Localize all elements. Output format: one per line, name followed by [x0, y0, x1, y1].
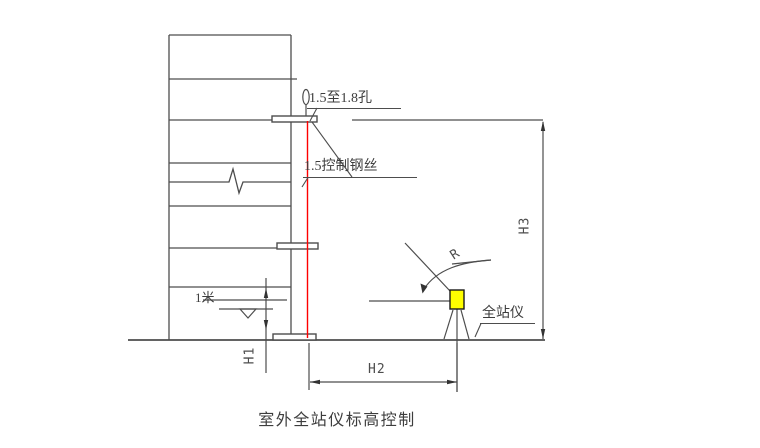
total-station-label: 全站仪	[482, 306, 524, 321]
hole-label: 1.5至1.8孔	[309, 91, 372, 106]
rotation-arrow-icon	[420, 283, 428, 294]
h3-arrow-down-icon	[540, 329, 546, 339]
hole-ellipse-icon	[302, 88, 310, 106]
h2-dimension-label: H2	[368, 362, 386, 377]
break-zigzag-icon	[169, 166, 291, 196]
h1-arrow-down-icon	[263, 320, 269, 330]
wire-underline-tail	[301, 177, 309, 188]
rotation-label-underline	[451, 259, 492, 265]
one-meter-label: 1米	[195, 290, 215, 305]
hole-leader-line	[309, 107, 318, 122]
h2-arrow-left-icon	[310, 379, 320, 385]
station-leader-line	[474, 323, 482, 338]
wire-leader-line	[311, 121, 353, 178]
control-wire-label: 1.5控制钢丝	[304, 159, 378, 174]
h2-arrow-right-icon	[447, 379, 457, 385]
h3-arrow-up-icon	[540, 121, 546, 131]
total-station-group	[443, 289, 470, 392]
h1-dimension-label: H1	[242, 346, 258, 365]
drawing-caption: 室外全站仪标高控制	[258, 412, 416, 429]
inclined-sight-line	[404, 242, 451, 292]
upper-slab-bracket	[271, 115, 318, 123]
instrument-body	[449, 289, 465, 310]
h3-dimension-label: H3	[517, 216, 533, 235]
level-benchmark-icon	[238, 308, 258, 319]
tripod-left-leg	[443, 309, 454, 340]
h1-arrow-up-icon	[263, 288, 269, 298]
tripod-right-leg	[460, 309, 470, 340]
ground-slab-bracket	[272, 333, 317, 341]
middle-slab-bracket	[276, 242, 319, 250]
